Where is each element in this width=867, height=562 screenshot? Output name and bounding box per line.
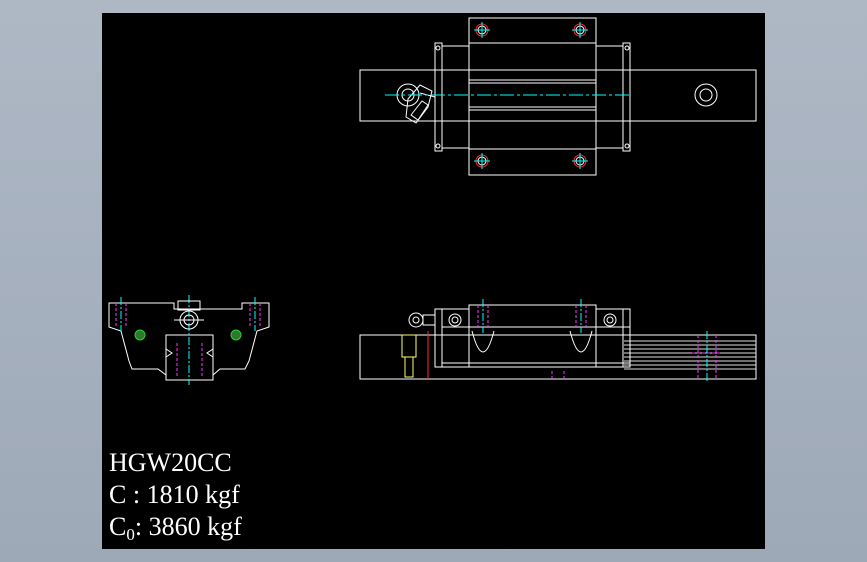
model-label: HGW20CC: [109, 448, 232, 477]
static-load-value: 3860 kgf: [148, 512, 242, 541]
cad-drawing: [108, 17, 757, 385]
top-end-seal-right: [622, 42, 631, 152]
top-rail-hole-right: [694, 83, 718, 107]
side-end-seal-left: [434, 308, 443, 368]
static-load-symbol: C: [109, 512, 127, 541]
top-block-hole-4: [572, 153, 588, 169]
top-end-seal-left: [434, 42, 443, 152]
side-end-screw-right: [603, 313, 617, 327]
side-block: [468, 304, 597, 368]
front-flange: [108, 302, 270, 381]
top-block-hole-2: [572, 22, 588, 38]
front-view: [108, 295, 270, 385]
static-load-separator: :: [134, 512, 149, 541]
front-ball-right: [230, 329, 242, 341]
top-view: [359, 17, 757, 176]
side-view: [359, 299, 757, 383]
top-end-plate-left: [441, 45, 470, 149]
cad-viewport[interactable]: HGW20CC C : 1810 kgf C0: 3860 kgf: [102, 13, 765, 549]
dynamic-load-separator: :: [126, 480, 147, 509]
side-end-plate-left: [441, 308, 470, 368]
front-ball-left: [134, 329, 146, 341]
top-grease-nipple: [405, 84, 436, 124]
top-block-hole-1: [474, 22, 490, 38]
dynamic-load-symbol: C: [109, 480, 127, 509]
static-load-label: C0: 3860 kgf: [109, 512, 242, 544]
dynamic-load-value: 1810 kgf: [146, 480, 240, 509]
top-block-hole-3: [474, 153, 490, 169]
side-rail-bolt: [401, 334, 417, 378]
side-grease-nipple: [408, 312, 436, 328]
static-load-subscript: 0: [126, 525, 135, 544]
side-end-screw-left: [448, 313, 462, 327]
top-block: [468, 17, 597, 176]
side-end-seal-right: [622, 308, 631, 368]
front-grease-nipple: [174, 300, 204, 330]
dynamic-load-label: C : 1810 kgf: [109, 482, 240, 508]
top-rail: [359, 69, 757, 122]
side-end-plate-right: [595, 308, 624, 368]
top-end-plate-right: [595, 45, 624, 149]
